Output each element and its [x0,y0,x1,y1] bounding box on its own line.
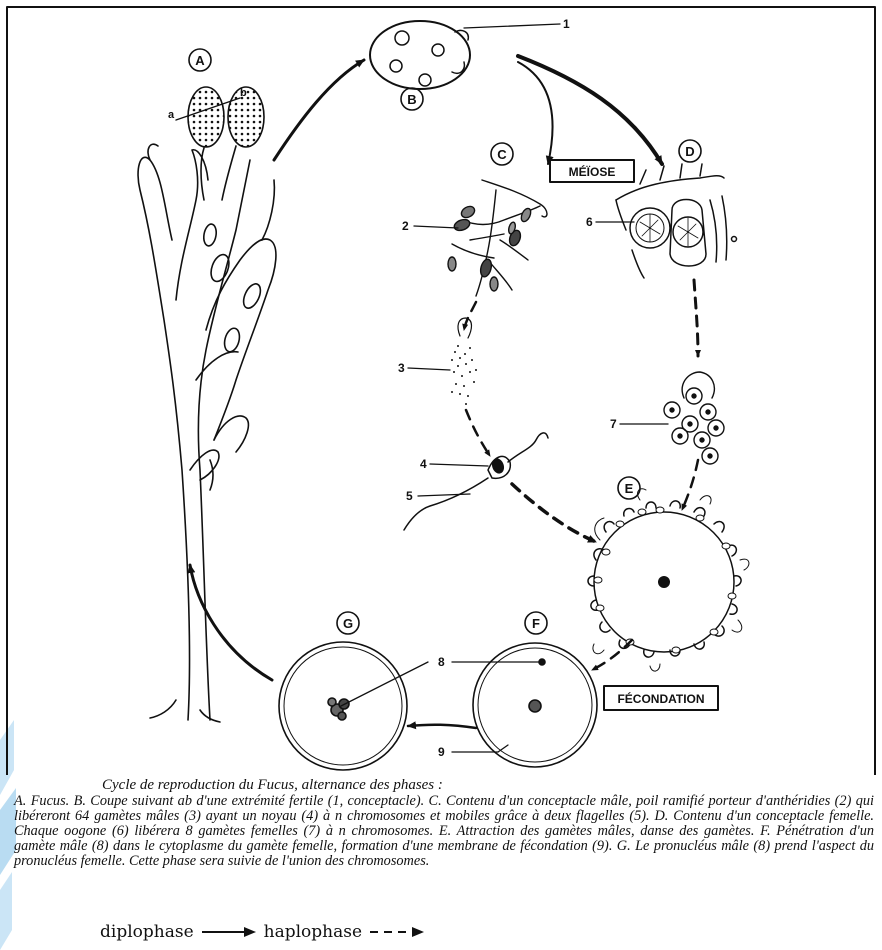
egg-pronuclei [279,642,407,770]
legend-haplophase-label: haplophase [264,922,362,942]
arrow-7-to-e [682,460,698,510]
stage-label-a: A [195,53,205,68]
arrow-b-to-c [518,62,553,164]
caption-body: A. Fucus. B. Coupe suivant ab d'une extr… [14,794,874,869]
num-7: 7 [610,417,617,431]
leader-3 [408,368,450,370]
stage-label-f: F [532,616,540,631]
fucus-plant [138,144,276,722]
arrow-4-to-e [512,484,596,542]
arrow-e-to-f [592,640,632,670]
stage-label-c: C [497,147,507,162]
fecondation-label: FÉCONDATION [617,691,704,706]
leader-8-g [341,662,428,706]
stage-label-b: B [407,92,416,107]
leader-2 [414,226,458,228]
num-1: 1 [563,17,570,31]
arrow-3-to-4 [466,410,490,456]
caption-title: Cycle de reproduction du Fucus, alternan… [14,778,874,793]
conceptacle-section [370,21,470,89]
num-4: 4 [420,457,427,471]
solid-arrow-icon [200,926,258,938]
meiose-label: MÉÏOSE [569,164,616,179]
egg-attraction [588,489,749,671]
spermatozoid [404,433,548,530]
stage-label-d: D [685,144,694,159]
arrow-d-to-7 [694,280,698,356]
male-gametes-cloud [451,345,477,405]
male-conceptacle [448,180,547,296]
arrow-f-to-g [408,725,476,728]
num-9: 9 [438,745,445,759]
stage-markers: A B C D E F G [189,49,701,634]
leader-9-tip [498,745,508,752]
fucus-cycle-diagram: a b [0,0,882,775]
part-label-a: a [168,109,175,121]
phase-legend: diplophase haplophase [100,922,426,942]
stage-label-e: E [625,481,634,496]
receptacle-a [188,87,224,147]
arrow-g-to-a [190,565,272,680]
arrow-a-to-b [274,60,364,160]
stage-label-g: G [343,616,353,631]
leader-5 [418,494,470,496]
num-2: 2 [402,219,409,233]
num-3: 3 [398,361,405,375]
leader-1 [464,24,560,28]
arrow-b-to-d [518,56,662,164]
female-gametes [664,372,724,464]
part-label-b: b [240,87,247,99]
num-6: 6 [586,215,593,229]
figure-caption: Cycle de reproduction du Fucus, alternan… [14,778,874,869]
dashed-arrow-icon [368,926,426,938]
diplophase-arrows [190,56,662,728]
arrow-c-to-3 [464,302,476,330]
num-5: 5 [406,489,413,503]
leader-4 [430,464,488,466]
legend-diplophase-label: diplophase [100,922,194,942]
num-8: 8 [438,655,445,669]
number-labels: 1 2 3 4 5 6 7 8 9 [398,17,617,759]
